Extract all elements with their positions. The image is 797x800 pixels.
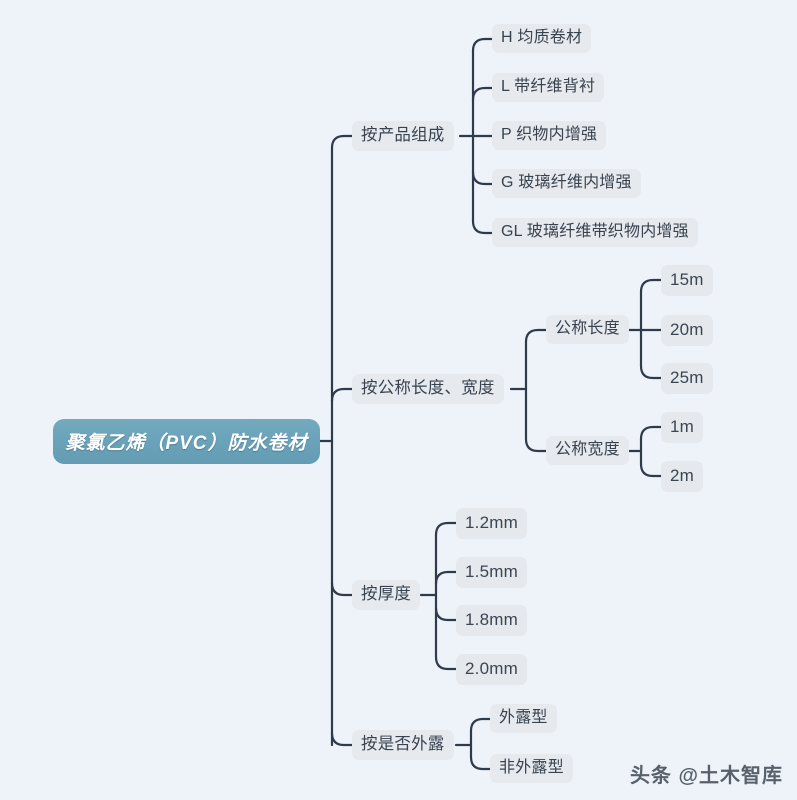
wire-b2-child2 bbox=[524, 437, 548, 453]
leaf-node-exposed-type[interactable]: 外露型 bbox=[490, 704, 557, 734]
wire-b1-child1 bbox=[471, 37, 494, 53]
wire-b4-child1 bbox=[469, 717, 492, 733]
wire-b3-child1 bbox=[434, 521, 458, 537]
leaf-node-length-25m[interactable]: 25m bbox=[661, 363, 713, 394]
leaf-node-gl-glassfiber-fabric-reinforced[interactable]: GL 玻璃纤维带织物内增强 bbox=[492, 218, 698, 248]
wire-trunk-to-branch4 bbox=[330, 731, 354, 747]
wire-b3-child4 bbox=[434, 655, 458, 671]
branch-node-product-composition[interactable]: 按产品组成 bbox=[352, 121, 454, 151]
leaf-node-thickness-2-0mm[interactable]: 2.0mm bbox=[456, 654, 527, 685]
wire-b4-child2 bbox=[469, 755, 492, 771]
leaf-node-length-20m[interactable]: 20m bbox=[661, 315, 713, 346]
wire-b1-child4 bbox=[471, 170, 494, 186]
branch-node-thickness[interactable]: 按厚度 bbox=[352, 580, 421, 610]
wire-trunk-to-branch1 bbox=[330, 134, 354, 150]
wire-trunk-to-branch3 bbox=[330, 581, 354, 597]
leaf-node-width-2m[interactable]: 2m bbox=[661, 461, 704, 492]
leaf-node-g-glassfiber-reinforced[interactable]: G 玻璃纤维内增强 bbox=[492, 169, 641, 199]
leaf-node-thickness-1-2mm[interactable]: 1.2mm bbox=[456, 508, 527, 539]
wire-trunk-to-branch2 bbox=[330, 387, 354, 403]
leaf-node-thickness-1-5mm[interactable]: 1.5mm bbox=[456, 557, 527, 588]
wire-b2c2-child1 bbox=[639, 425, 663, 441]
leaf-node-width-1m[interactable]: 1m bbox=[661, 412, 704, 443]
branch-node-exposure[interactable]: 按是否外露 bbox=[352, 730, 454, 760]
leaf-node-h-homogeneous[interactable]: H 均质卷材 bbox=[492, 24, 592, 54]
wire-b3-child2 bbox=[434, 570, 458, 586]
wire-b1-child5 bbox=[471, 219, 494, 235]
leaf-node-l-fiber-backing[interactable]: L 带纤维背衬 bbox=[492, 73, 605, 103]
root-node[interactable]: 聚氯乙烯（PVC）防水卷材 bbox=[53, 419, 320, 464]
wire-b2-child1 bbox=[524, 328, 548, 344]
sub-branch-node-nominal-length[interactable]: 公称长度 bbox=[546, 315, 629, 345]
leaf-node-p-fabric-reinforced[interactable]: P 织物内增强 bbox=[492, 121, 607, 151]
wire-b1-child2 bbox=[471, 86, 494, 102]
leaf-node-thickness-1-8mm[interactable]: 1.8mm bbox=[456, 605, 527, 636]
leaf-node-length-15m[interactable]: 15m bbox=[661, 265, 713, 296]
wire-b2c1-child3 bbox=[639, 364, 663, 380]
branch-node-nominal-length-width[interactable]: 按公称长度、宽度 bbox=[352, 374, 504, 404]
watermark: 头条 @土木智库 bbox=[629, 765, 783, 787]
leaf-node-non-exposed-type[interactable]: 非外露型 bbox=[490, 754, 573, 784]
wire-b2c2-child2 bbox=[639, 462, 663, 478]
sub-branch-node-nominal-width[interactable]: 公称宽度 bbox=[546, 436, 629, 466]
wire-b2c1-child1 bbox=[639, 278, 663, 294]
wire-b3-child3 bbox=[434, 606, 458, 622]
